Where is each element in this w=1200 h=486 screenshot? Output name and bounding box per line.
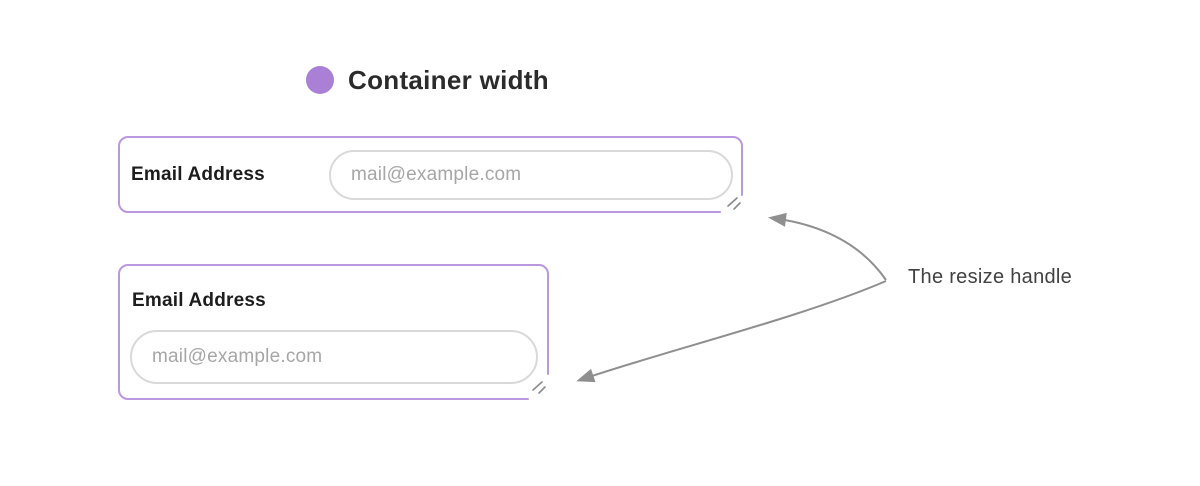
- resize-handle-annotation: The resize handle: [908, 266, 1073, 288]
- email-container-wide: Email Address: [118, 136, 743, 213]
- legend: Container width: [306, 66, 549, 94]
- legend-dot-icon: [306, 66, 334, 94]
- arrow-to-narrow-handle: [576, 280, 887, 383]
- resize-grip-icon[interactable]: [531, 380, 547, 396]
- email-address-label: Email Address: [132, 290, 266, 311]
- resize-grip-icon[interactable]: [726, 196, 742, 212]
- email-container-narrow: Email Address: [118, 264, 549, 400]
- email-address-label: Email Address: [131, 163, 265, 185]
- email-input[interactable]: [130, 330, 538, 384]
- arrow-to-wide-handle: [768, 212, 887, 281]
- email-input[interactable]: [329, 150, 733, 200]
- legend-label: Container width: [348, 65, 549, 95]
